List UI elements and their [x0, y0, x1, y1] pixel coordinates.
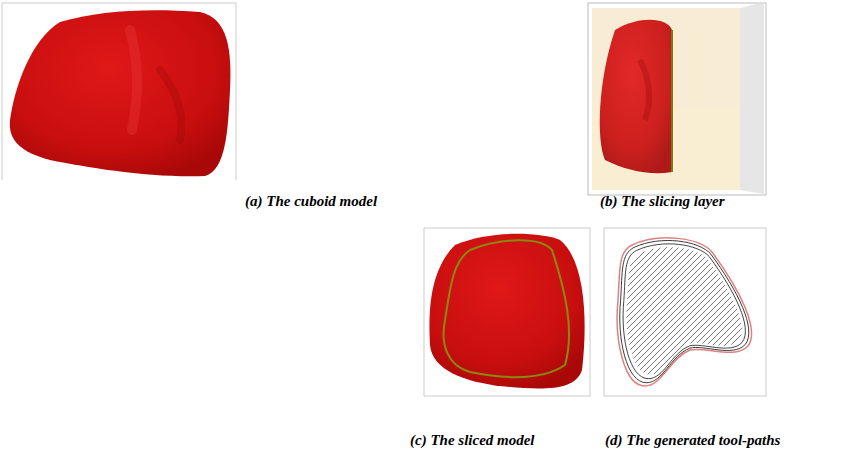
panel-caption: (a) The cuboid model — [245, 193, 377, 210]
cuboid-model — [2, 3, 236, 180]
tool-paths — [400, 228, 851, 400]
panel-caption: (c) The sliced model — [410, 432, 535, 449]
panel-caption: (d) The generated tool-paths — [605, 432, 780, 449]
panel-caption: (b) The slicing layer — [600, 193, 725, 210]
slicing-layer — [588, 2, 766, 195]
sliced-model — [424, 228, 590, 396]
